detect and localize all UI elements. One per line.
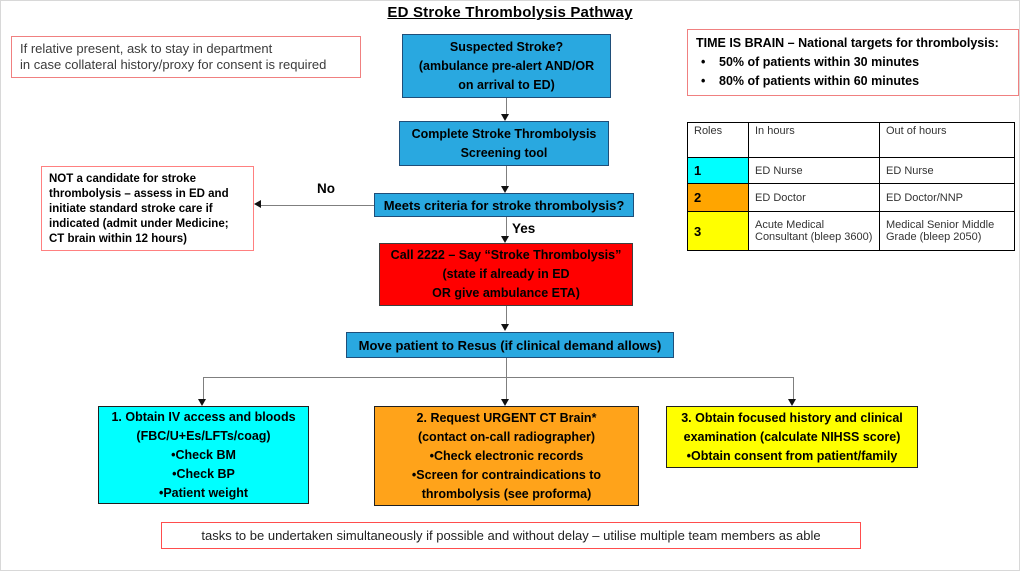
note-line: initiate standard stroke care if — [49, 203, 213, 215]
table-header-row: Roles In hours Out of hours — [687, 122, 1015, 158]
time-target-item: 50% of patients within 30 minutes — [696, 53, 1010, 72]
bullet-icon — [701, 53, 711, 72]
flow-text: OR give ambulance ETA) — [432, 286, 580, 300]
branch-label-no: No — [317, 181, 335, 196]
out-of-hours-cell: ED Doctor/NNP — [879, 183, 1015, 212]
flow-text: Meets criteria for stroke thrombolysis? — [383, 197, 625, 213]
table-row: 1 ED Nurse ED Nurse — [687, 157, 1015, 184]
task-box-urgent-ct-brain: 2. Request URGENT CT Brain* (contact on-… — [374, 406, 639, 506]
task-text: •Check BM — [171, 447, 236, 462]
task-text: (contact on-call radiographer) — [417, 429, 596, 444]
task-text: •Check electronic records — [429, 448, 584, 463]
note-line: in case collateral history/proxy for con… — [20, 57, 327, 72]
table-row: 2 ED Doctor ED Doctor/NNP — [687, 183, 1015, 212]
role-number: 1 — [687, 157, 749, 184]
connector-screening-to-criteria — [506, 166, 507, 186]
arrowhead-down-icon — [501, 114, 509, 121]
task-text: •Patient weight — [158, 485, 249, 500]
arrowhead-down-icon — [501, 399, 509, 406]
flow-text: Call 2222 – Say “Stroke Thrombolysis” — [390, 248, 622, 262]
task-box-iv-access-bloods: 1. Obtain IV access and bloods (FBC/U+Es… — [98, 406, 309, 504]
note-line: thrombolysis – assess in ED and — [49, 188, 229, 200]
out-of-hours-cell: Medical Senior Middle Grade (bleep 2050) — [879, 211, 1015, 251]
roles-table: Roles In hours Out of hours 1 ED Nurse E… — [687, 122, 1015, 251]
flow-text: Suspected Stroke? — [449, 39, 564, 54]
role-number: 3 — [687, 211, 749, 251]
page-title-text: ED Stroke Thrombolysis Pathway — [387, 4, 633, 21]
in-hours-cell: Acute Medical Consultant (bleep 3600) — [748, 211, 880, 251]
arrowhead-down-icon — [788, 399, 796, 406]
connector-no-branch — [261, 205, 374, 206]
note-time-is-brain: TIME IS BRAIN – National targets for thr… — [687, 29, 1019, 96]
table-row: 3 Acute Medical Consultant (bleep 3600) … — [687, 211, 1015, 251]
arrowhead-down-icon — [198, 399, 206, 406]
flow-text: (ambulance pre-alert AND/OR — [418, 58, 595, 73]
out-of-hours-cell: ED Nurse — [879, 157, 1015, 184]
arrowhead-down-icon — [501, 236, 509, 243]
flow-text: Complete Stroke Thrombolysis — [411, 126, 597, 141]
flow-box-meets-criteria: Meets criteria for stroke thrombolysis? — [374, 193, 634, 217]
in-hours-cell: ED Nurse — [748, 157, 880, 184]
connector-resus-to-branch — [506, 358, 507, 377]
task-text: •Obtain consent from patient/family — [686, 448, 898, 463]
in-hours-cell: ED Doctor — [748, 183, 880, 212]
note-line: NOT a candidate for stroke — [49, 173, 196, 185]
task-text: 1. Obtain IV access and bloods — [111, 409, 296, 424]
flow-text: Move patient to Resus (if clinical deman… — [358, 337, 662, 353]
connector-branch-to-task3 — [793, 377, 794, 399]
connector-branch-horizontal — [203, 377, 793, 378]
note-line: If relative present, ask to stay in depa… — [20, 41, 273, 56]
task-box-history-nihss: 3. Obtain focused history and clinical e… — [666, 406, 918, 468]
task-text: examination (calculate NIHSS score) — [683, 429, 901, 444]
connector-suspected-to-screening — [506, 98, 507, 115]
time-is-brain-heading: TIME IS BRAIN – National targets for thr… — [696, 36, 999, 50]
connector-branch-to-task2 — [506, 377, 507, 399]
connector-branch-to-task1 — [203, 377, 204, 399]
flow-text: on arrival to ED) — [458, 77, 555, 92]
task-text: 3. Obtain focused history and clinical — [681, 410, 903, 425]
arrowhead-left-icon — [254, 200, 261, 208]
flow-box-move-to-resus: Move patient to Resus (if clinical deman… — [346, 332, 674, 358]
note-line: indicated (admit under Medicine; — [49, 218, 229, 230]
flow-box-call-2222: Call 2222 – Say “Stroke Thrombolysis” (s… — [379, 243, 633, 306]
flow-text: (state if already in ED — [442, 267, 570, 281]
time-target-text: 80% of patients within 60 minutes — [719, 74, 920, 88]
flow-text: Screening tool — [460, 145, 548, 160]
col-header-roles: Roles — [687, 122, 749, 158]
col-header-out-of-hours: Out of hours — [879, 122, 1015, 158]
note-not-candidate: NOT a candidate for stroke thrombolysis … — [41, 166, 254, 251]
time-target-item: 80% of patients within 60 minutes — [696, 72, 1010, 91]
page-title: ED Stroke Thrombolysis Pathway — [1, 4, 1019, 21]
connector-call-to-resus — [506, 306, 507, 324]
note-relative-present: If relative present, ask to stay in depa… — [11, 36, 361, 78]
arrowhead-down-icon — [501, 186, 509, 193]
time-target-text: 50% of patients within 30 minutes — [719, 55, 920, 69]
col-header-in-hours: In hours — [748, 122, 880, 158]
role-number: 2 — [687, 183, 749, 212]
note-line: tasks to be undertaken simultaneously if… — [201, 528, 821, 543]
flow-box-screening-tool: Complete Stroke Thrombolysis Screening t… — [399, 121, 609, 166]
task-text: (FBC/U+Es/LFTs/coag) — [136, 428, 271, 443]
note-line: CT brain within 12 hours) — [49, 233, 188, 245]
task-text: •Screen for contraindications to — [411, 467, 602, 482]
task-text: 2. Request URGENT CT Brain* — [416, 410, 597, 425]
task-text: thrombolysis (see proforma) — [421, 486, 592, 501]
bullet-icon — [701, 72, 711, 91]
note-simultaneous-tasks: tasks to be undertaken simultaneously if… — [161, 522, 861, 549]
arrowhead-down-icon — [501, 324, 509, 331]
flow-box-suspected-stroke: Suspected Stroke? (ambulance pre-alert A… — [402, 34, 611, 98]
connector-yes-branch — [506, 217, 507, 236]
branch-label-yes: Yes — [512, 221, 536, 236]
task-text: •Check BP — [172, 466, 235, 481]
